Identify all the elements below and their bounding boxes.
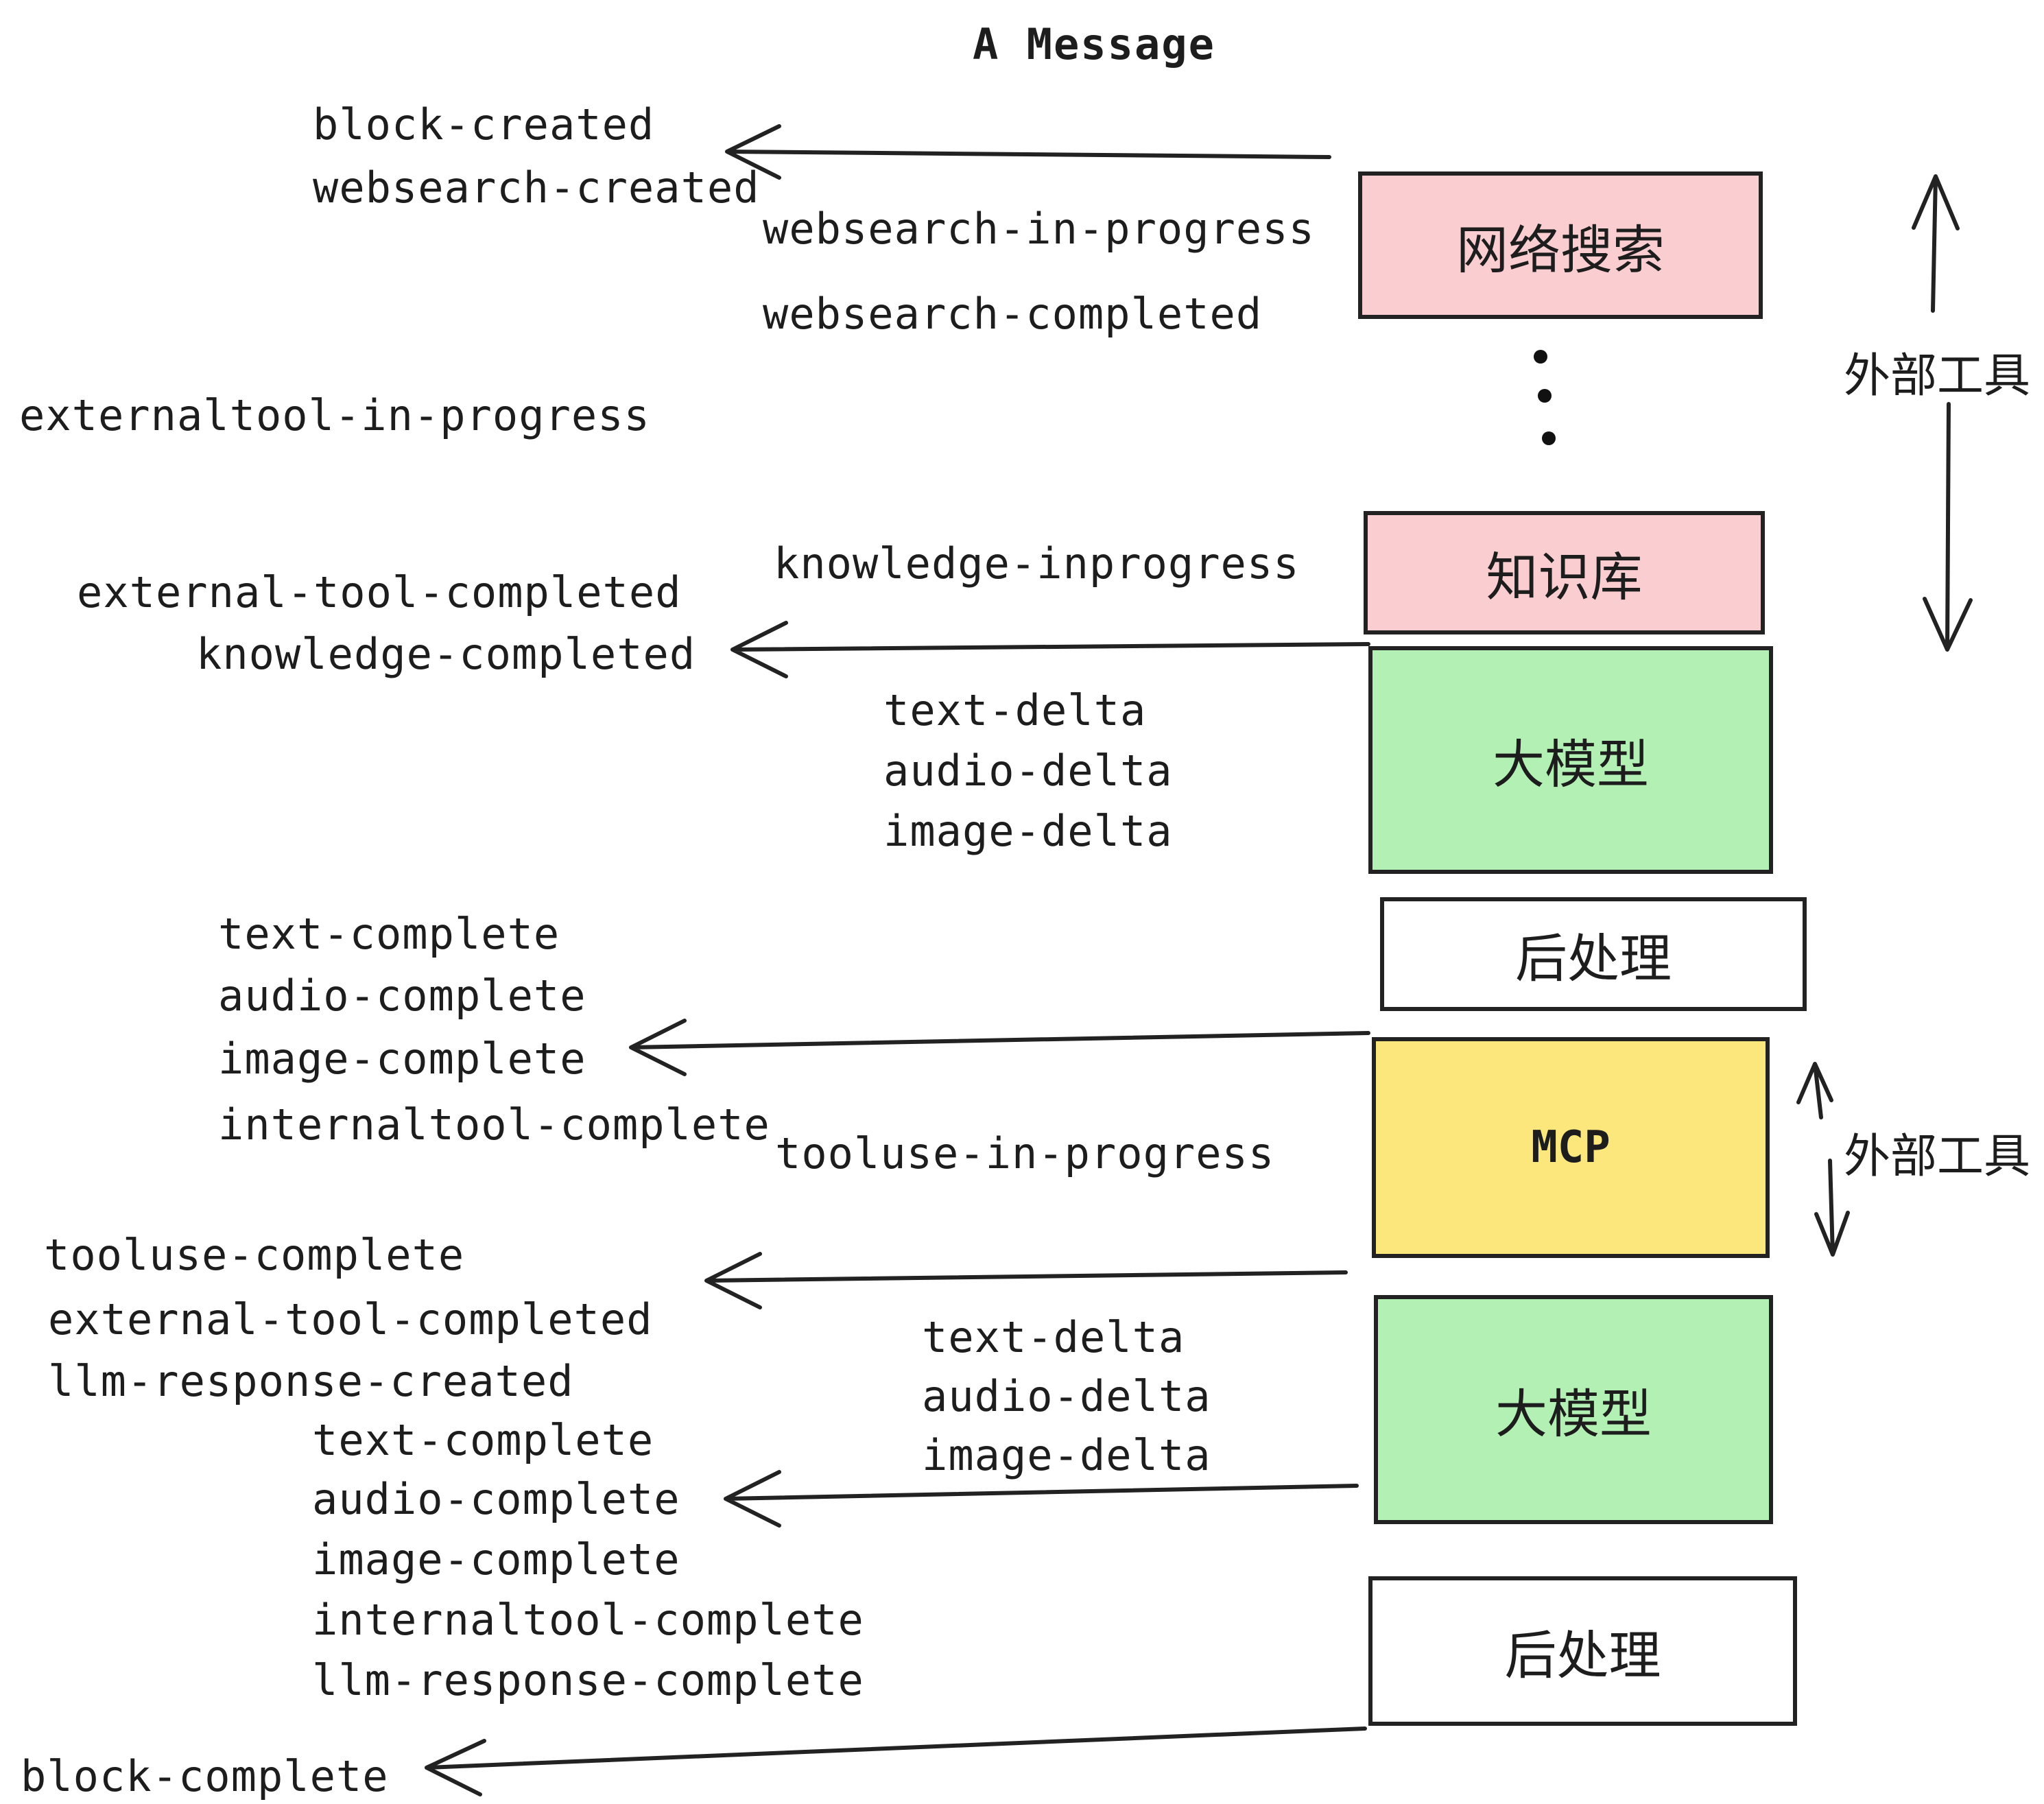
event-text-delta-2: text-delta (922, 1312, 1185, 1362)
llm-box-1: 大模型 (1368, 646, 1773, 874)
event-block-created: block-created (313, 99, 655, 150)
websearch-box: 网络搜索 (1358, 171, 1763, 319)
postprocess-box-2-label: 后处理 (1504, 1625, 1661, 1686)
diagram-title: A Message (973, 19, 1215, 69)
knowledge-box: 知识库 (1364, 511, 1765, 634)
event-text-complete-2: text-complete (312, 1415, 654, 1465)
knowledge-box-label: 知识库 (1486, 547, 1643, 608)
arrow-knowledge-completed (730, 621, 1370, 678)
llm-box-1-label: 大模型 (1493, 734, 1649, 795)
event-audio-delta-2: audio-delta (922, 1371, 1211, 1421)
external-tools-label-1: 外部工具 (1844, 349, 2031, 403)
ellipsis-dot (1534, 350, 1547, 364)
event-llm-response-created: llm-response-created (48, 1356, 574, 1406)
websearch-box-label: 网络搜索 (1456, 219, 1665, 281)
event-tooluse-complete: tooluse-complete (44, 1230, 465, 1280)
arrow-external-tools-up-1 (1912, 174, 1960, 313)
event-image-delta-2: image-delta (922, 1430, 1211, 1480)
postprocess-box-1: 后处理 (1380, 897, 1807, 1011)
ellipsis-dot (1542, 431, 1556, 445)
arrow-websearch-created (725, 124, 1331, 180)
ellipsis-dot (1538, 389, 1552, 403)
arrow-image-complete (629, 1019, 1370, 1076)
event-text-delta-1: text-delta (883, 685, 1147, 735)
event-external-tool-completed-2: external-tool-completed (48, 1294, 653, 1344)
event-tooluse-in-progress: tooluse-in-progress (775, 1128, 1275, 1178)
event-websearch-in-progress: websearch-in-progress (763, 204, 1315, 254)
arrow-tooluse-complete (704, 1252, 1348, 1309)
event-knowledge-completed: knowledge-completed (196, 629, 696, 679)
llm-box-2: 大模型 (1374, 1295, 1773, 1524)
event-websearch-completed: websearch-completed (763, 289, 1263, 339)
event-external-tool-completed-1: external-tool-completed (77, 567, 682, 617)
event-websearch-created: websearch-created (313, 163, 760, 213)
event-knowledge-inprogress: knowledge-inprogress (774, 538, 1300, 589)
event-image-delta-1: image-delta (883, 806, 1173, 856)
arrow-external-tools-up-2 (1796, 1062, 1833, 1119)
mcp-box-label: MCP (1531, 1122, 1611, 1173)
event-externaltool-in-progress: externaltool-in-progress (19, 390, 650, 440)
mcp-box: MCP (1372, 1037, 1770, 1258)
event-internaltool-complete-1: internaltool-complete (218, 1100, 770, 1150)
event-audio-complete-2: audio-complete (312, 1474, 680, 1524)
event-image-complete-1: image-complete (218, 1034, 586, 1084)
event-llm-response-complete: llm-response-complete (312, 1655, 864, 1705)
postprocess-box-1-label: 后处理 (1515, 928, 1672, 989)
event-internaltool-complete-2: internaltool-complete (312, 1595, 864, 1645)
event-audio-complete-1: audio-complete (218, 971, 586, 1021)
event-text-complete-1: text-complete (218, 909, 560, 959)
postprocess-box-2: 后处理 (1368, 1576, 1797, 1726)
external-tools-label-2: 外部工具 (1844, 1130, 2031, 1184)
event-image-complete-2: image-complete (312, 1534, 680, 1585)
llm-box-2-label: 大模型 (1495, 1384, 1652, 1445)
arrow-external-tools-down-1 (1923, 402, 1973, 652)
arrow-block-complete (425, 1726, 1367, 1796)
event-block-complete: block-complete (21, 1751, 389, 1801)
event-audio-delta-1: audio-delta (883, 746, 1173, 796)
